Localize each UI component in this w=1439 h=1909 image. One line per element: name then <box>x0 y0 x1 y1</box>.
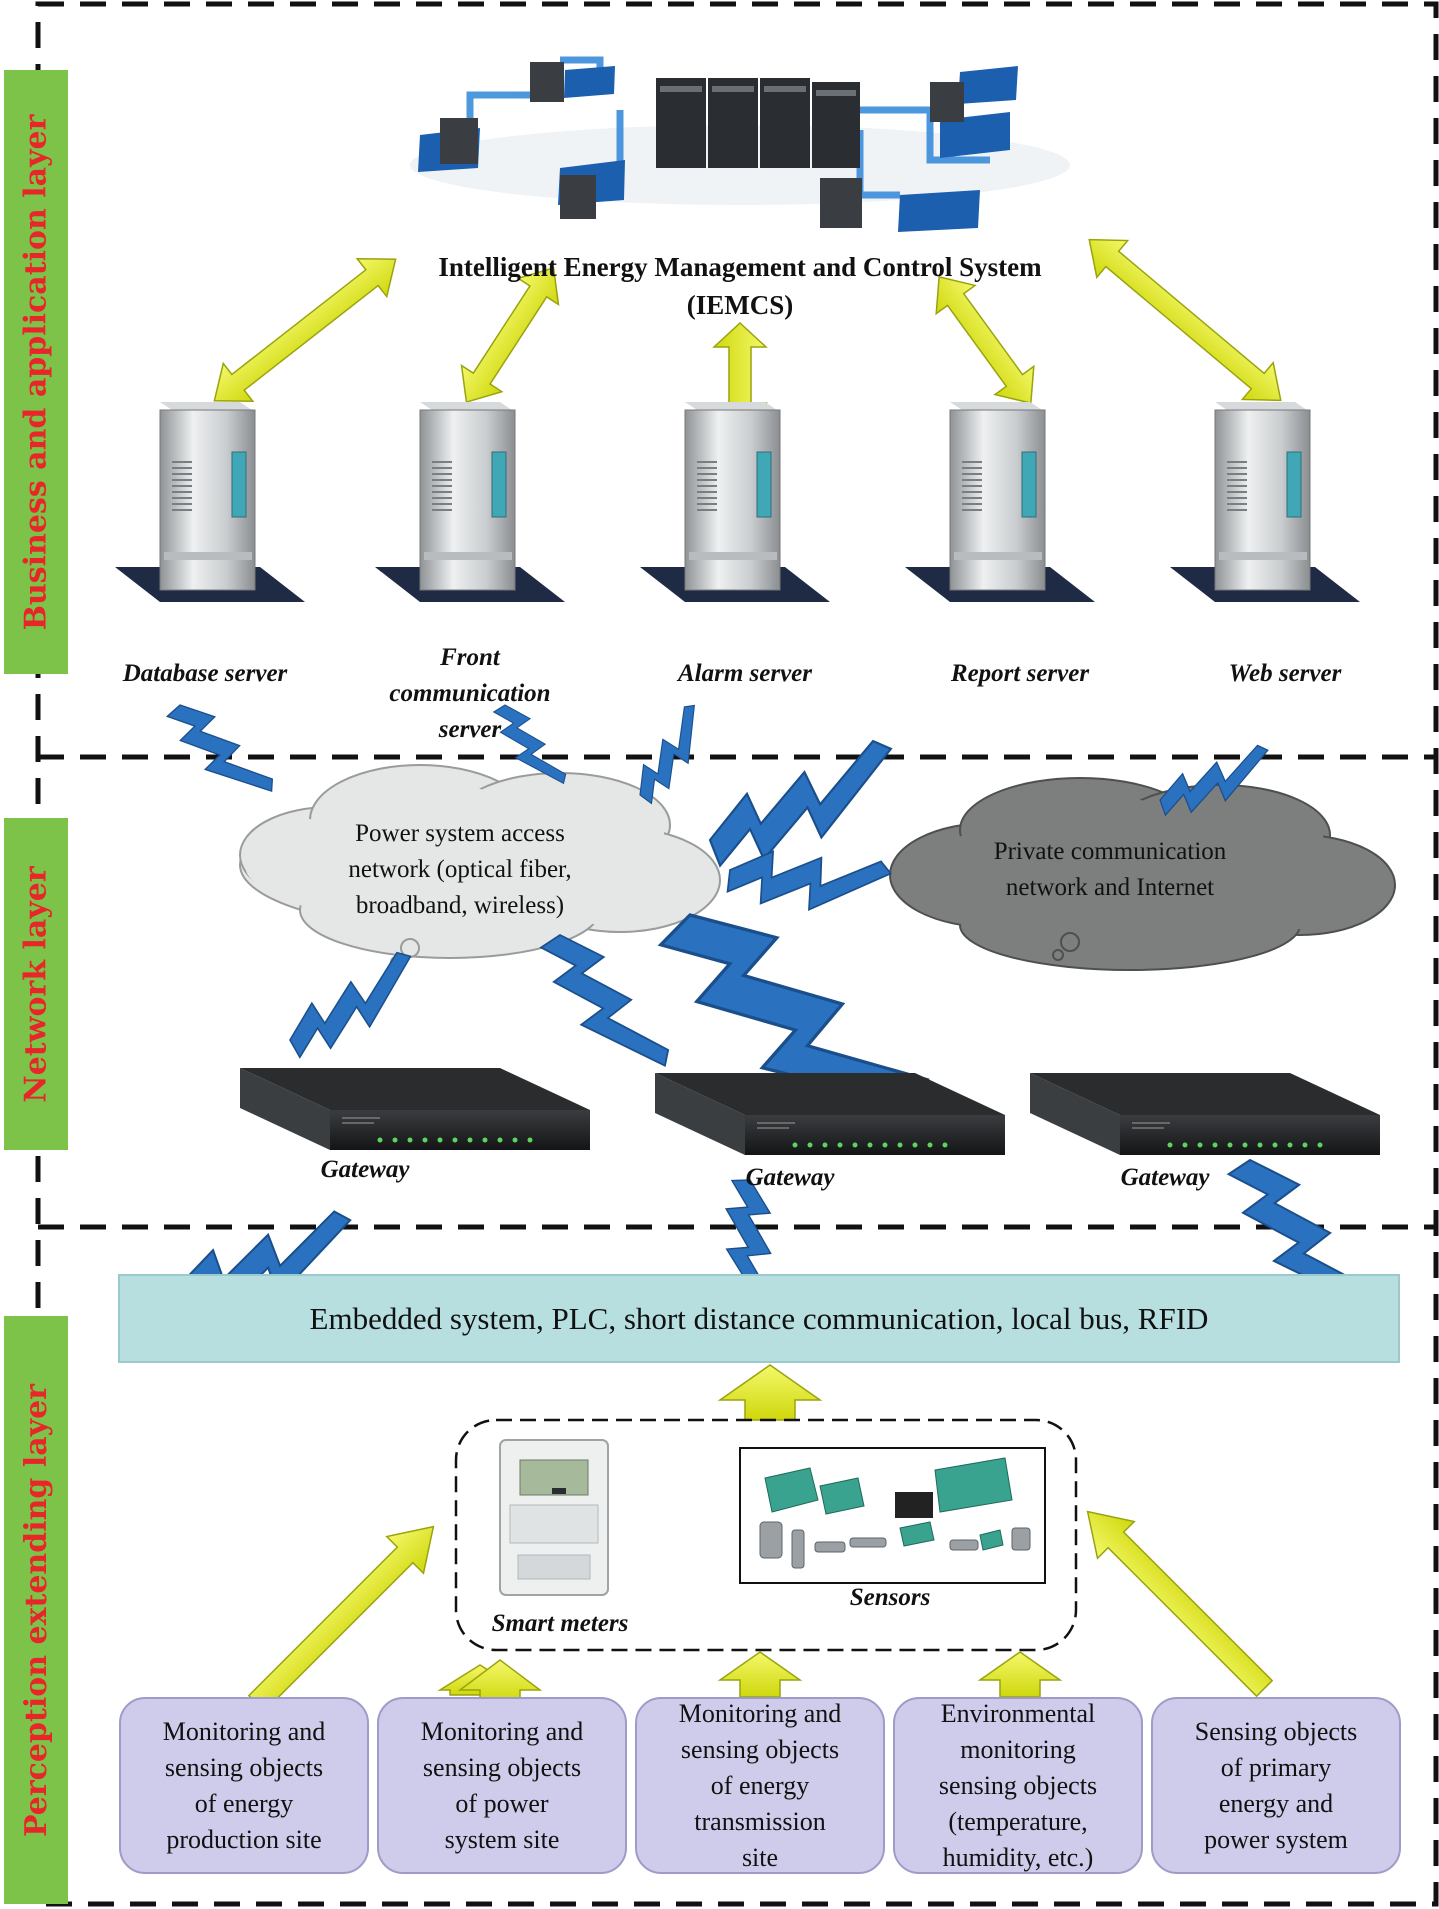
smart-meter-icon <box>499 1439 609 1596</box>
perception-layer-label: Perception extending layer <box>18 1383 54 1837</box>
obj2-line4: system site <box>444 1824 560 1854</box>
power-cloud-line3: broadband, wireless) <box>355 892 565 919</box>
iemcs-server-arrows <box>213 238 1282 429</box>
obj4-line2: monitoring <box>960 1734 1076 1764</box>
obj4-line5: humidity, etc.) <box>942 1842 1094 1872</box>
private-cloud-line1: Private communication <box>993 838 1227 865</box>
obj1-line4: production site <box>166 1824 322 1854</box>
device-to-bar-arrow <box>717 1364 823 1421</box>
obj3-line5: site <box>741 1842 779 1872</box>
obj1-line1: Monitoring and <box>162 1716 326 1746</box>
embedded-bar-shape <box>118 1274 1400 1363</box>
obj5-line2: of primary <box>1220 1752 1332 1782</box>
network-layer-label: Network layer <box>18 865 54 1103</box>
obj5-line4: power system <box>1204 1824 1348 1854</box>
smart-meters-label: Smart meters <box>491 1610 629 1637</box>
iemcs-title-line2: (IEMCS) <box>686 290 794 320</box>
private-cloud-line2: network and Internet <box>1005 874 1215 901</box>
gateway-icons <box>239 1067 1381 1156</box>
obj4-line1: Environmental <box>940 1698 1096 1728</box>
database-server-label: Database server <box>122 660 288 687</box>
web-server-icon <box>1169 401 1361 603</box>
object-box-energy-transmission: Monitoring and sensing objects of energy… <box>635 1697 885 1874</box>
server-icons <box>114 401 1361 603</box>
front-server-line2: communication <box>389 680 551 707</box>
power-access-cloud-shape <box>239 764 721 968</box>
obj3-line3: of energy <box>710 1770 810 1800</box>
obj2-line3: of power <box>455 1788 549 1818</box>
embedded-bar-label: Embedded system, PLC, short distance com… <box>309 1301 1209 1336</box>
front-server-line1: Front <box>440 644 500 671</box>
web-server-label: Web server <box>1228 660 1342 687</box>
obj3-line2: sensing objects <box>680 1734 840 1764</box>
private-network-cloud-label: Private communication network and Intern… <box>950 834 1270 906</box>
gateway-2-label: Gateway <box>745 1164 835 1191</box>
perception-layer-tag: Perception extending layer <box>4 1316 68 1904</box>
object-box-energy-production: Monitoring and sensing objects of energy… <box>119 1697 369 1874</box>
private-network-cloud-shape <box>889 777 1396 971</box>
business-layer-tag: Business and application layer <box>4 70 68 674</box>
object-to-device-arrows <box>247 1510 1274 1713</box>
obj4-line3: sensing objects <box>938 1770 1098 1800</box>
sensors-label: Sensors <box>849 1584 931 1611</box>
power-access-cloud-label: Power system access network (optical fib… <box>300 816 620 924</box>
obj5-line1: Sensing objects <box>1194 1716 1358 1746</box>
front-communication-server-icon <box>374 401 566 603</box>
gateway-2-icon <box>654 1072 1006 1156</box>
sensors-icon <box>739 1447 1046 1584</box>
iemcs-title: Intelligent Energy Management and Contro… <box>370 248 1110 324</box>
obj1-line2: sensing objects <box>164 1752 324 1782</box>
front-server-line3: server <box>438 716 502 743</box>
obj3-line4: transmission <box>694 1806 826 1836</box>
obj2-line2: sensing objects <box>422 1752 582 1782</box>
obj1-line3: of energy <box>194 1788 294 1818</box>
report-server-label: Report server <box>950 660 1090 687</box>
database-server-icon <box>114 401 306 603</box>
iemcs-network-illustration <box>410 56 1070 232</box>
alarm-server-icon <box>639 401 831 603</box>
business-layer-label: Business and application layer <box>18 114 54 630</box>
gateway-1-icon <box>239 1067 591 1151</box>
iemcs-title-line1: Intelligent Energy Management and Contro… <box>438 252 1042 282</box>
object-box-primary-energy: Sensing objects of primary energy and po… <box>1151 1697 1401 1874</box>
gateway-3-label: Gateway <box>1120 1164 1210 1191</box>
power-cloud-line2: network (optical fiber, <box>348 856 572 883</box>
report-server-icon <box>904 401 1096 603</box>
network-layer-tag: Network layer <box>4 818 68 1150</box>
object-box-power-system: Monitoring and sensing objects of power … <box>377 1697 627 1874</box>
object-box-environmental: Environmental monitoring sensing objects… <box>893 1697 1143 1874</box>
obj5-line3: energy and <box>1218 1788 1334 1818</box>
alarm-server-label: Alarm server <box>677 660 813 687</box>
device-container <box>454 1418 1078 1652</box>
gateway-1-label: Gateway <box>320 1156 410 1183</box>
obj3-line1: Monitoring and <box>678 1698 842 1728</box>
front-communication-server-label: Front communication server <box>360 640 580 748</box>
obj2-line1: Monitoring and <box>420 1716 584 1746</box>
gateway-3-icon <box>1029 1072 1381 1156</box>
obj4-line4: (temperature, <box>948 1806 1088 1836</box>
power-cloud-line1: Power system access <box>355 820 565 847</box>
